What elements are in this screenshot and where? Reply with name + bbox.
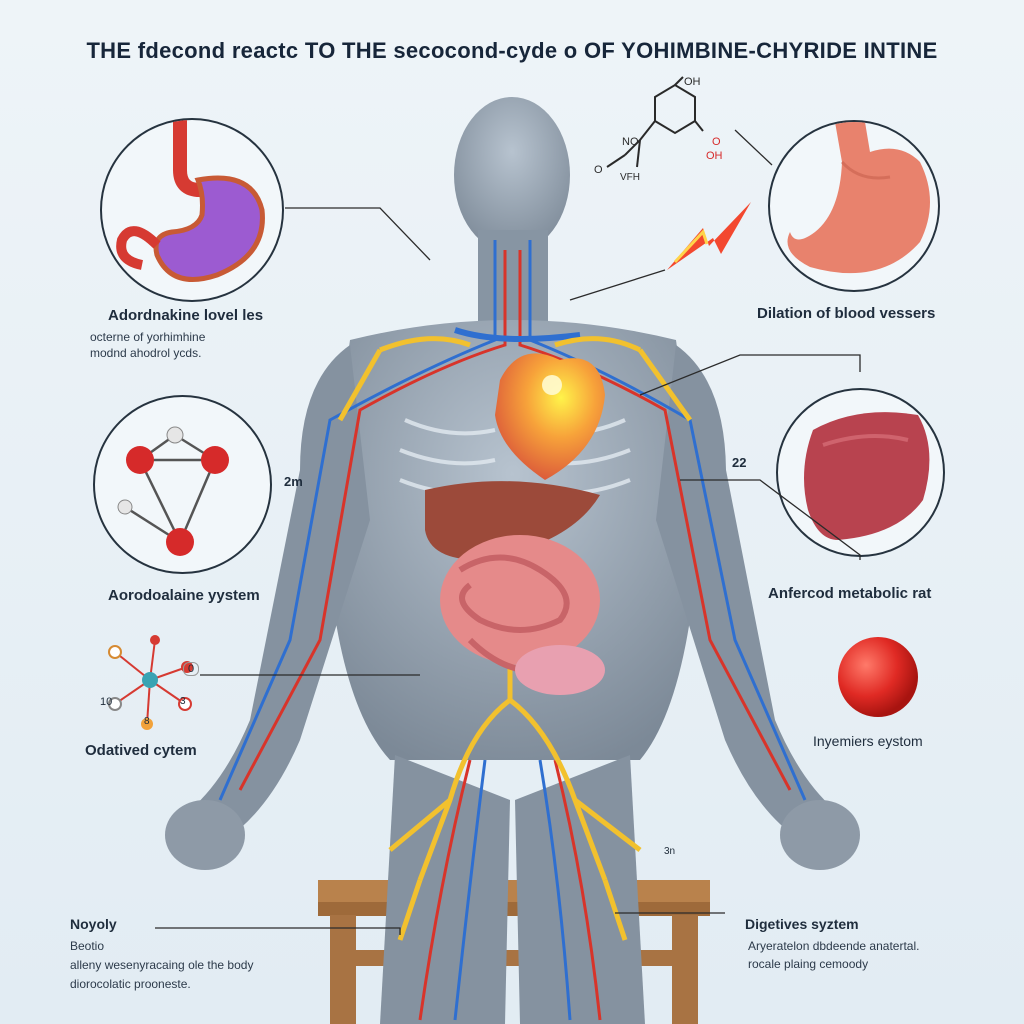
chem-no: NO [622, 136, 639, 148]
molecule-circle [93, 395, 272, 574]
chem-oh-top: OH [684, 76, 701, 88]
oxid-num-3: 3 [180, 696, 186, 707]
chemical-structure [606, 76, 704, 168]
number-22: 22 [732, 455, 747, 470]
liver [425, 481, 600, 560]
liver-illustration [804, 412, 930, 540]
chem-o-right: O [712, 136, 721, 148]
molecule-illustration [117, 426, 229, 556]
oxid-num-10: 10 [100, 696, 113, 708]
bottom-left-line-3: diorocolatic prooneste. [70, 977, 191, 991]
diagram-title: THE fdecond reactc TO THE secocond-cyde … [86, 38, 938, 63]
bottom-right-heading: Digetives syztem [745, 916, 859, 932]
stomach-right-circle [768, 120, 940, 292]
metabolic-label: Anfercod metabolic rat [768, 585, 932, 602]
chem-o-left: O [594, 164, 603, 176]
lightning-bolt-icon [667, 202, 751, 270]
chem-oh-red: OH [706, 150, 723, 162]
oxid-num-8: 8 [144, 716, 150, 727]
bottom-left-heading: Noyoly [70, 916, 117, 932]
molecule-num-2m: 2m [284, 474, 303, 489]
oxidative-label: Odatived cytem [85, 742, 197, 759]
injection-label: Inyemiers eystom [813, 733, 923, 749]
oxid-num-0: 0 [183, 662, 200, 676]
red-sphere [838, 637, 918, 717]
liver-circle [776, 388, 945, 557]
bottom-right-line-1: Aryeratelon dbdeende anatertal. [748, 939, 920, 953]
chem-vfh: VFH [620, 172, 640, 183]
molecule-label: Aorodoalaine yystem [108, 587, 260, 604]
bottom-left-line-1: Beotio [70, 939, 105, 953]
oxidative-diagram [108, 635, 193, 730]
heart [495, 353, 605, 480]
bottom-left-line-2: alleny wesenyracaing ole the body [70, 958, 254, 972]
stomach-circle [100, 118, 284, 302]
stomach-sub-1: octerne of yorhimhine [90, 330, 206, 344]
leg-num-3n: 3n [664, 846, 676, 857]
stomach-sub-2: modnd ahodrol ycds. [90, 346, 202, 360]
stomach-label: Adordnakine lovel les [108, 307, 264, 324]
stomach-right-illustration [787, 122, 930, 274]
intestines [440, 535, 605, 695]
nerves [337, 336, 693, 941]
dilation-label: Dilation of blood vessers [757, 305, 936, 322]
stomach-illustration [116, 120, 265, 282]
bottom-right-line-2: rocale plaing cemoody [748, 957, 869, 971]
